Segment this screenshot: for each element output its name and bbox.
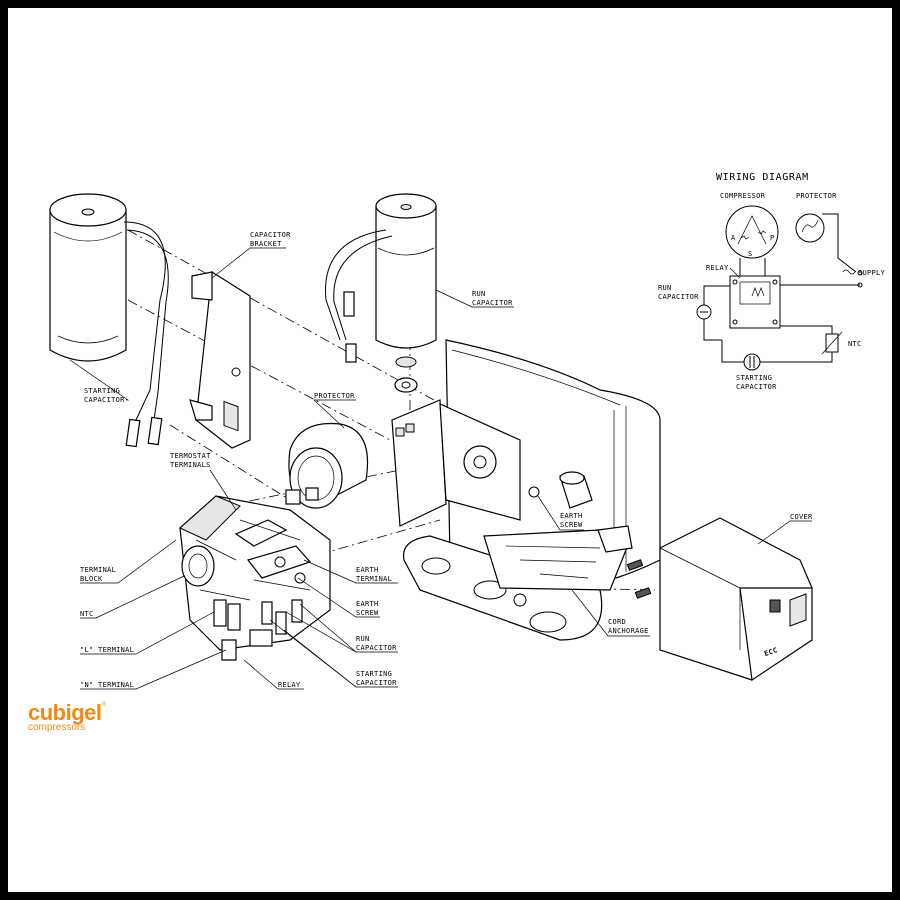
relay-leader <box>243 659 304 690</box>
capacitor-bracket-part <box>189 270 251 449</box>
wd-compressor-label: COMPRESSOR <box>720 192 766 200</box>
earth-screw-upper-leader <box>537 495 584 531</box>
termostat-terminals-label-1: TERMOSTAT <box>170 452 211 460</box>
earth-terminal-label-2: TERMINAL <box>356 575 392 583</box>
run-capacitor-lower-label-1: RUN <box>356 635 370 643</box>
terminal-block-leader <box>80 539 177 584</box>
cover-marking: ECC <box>763 646 778 658</box>
earth-screw-lower-leader <box>297 577 380 618</box>
exploded-view-drawing: WIRING DIAGRAM COMPRESSOR PROTECTOR A S … <box>49 172 886 690</box>
run-capacitor-lower-label-2: CAPACITOR <box>356 644 397 652</box>
wd-term-p: P <box>770 234 775 242</box>
wd-compressor-symbol <box>725 205 779 259</box>
brand-tagline: compressors <box>28 722 86 733</box>
terminal-block-label-1: TERMINAL <box>80 566 116 574</box>
starting-capacitor-lower-label-2: CAPACITOR <box>356 679 397 687</box>
wd-starting-capacitor-label-2: CAPACITOR <box>736 383 777 391</box>
run-capacitor-top-leader <box>435 289 514 308</box>
l-terminal-label: "L" TERMINAL <box>80 646 134 654</box>
brand-name: cubigel <box>28 700 102 725</box>
termostat-terminals-label-2: TERMINALS <box>170 461 211 469</box>
wd-protector-label: PROTECTOR <box>796 192 837 200</box>
cover-leader <box>757 520 812 545</box>
earth-terminal-leader <box>303 559 398 584</box>
terminal-block-label-2: BLOCK <box>80 575 103 583</box>
starting-capacitor-top-label-2: CAPACITOR <box>84 396 125 404</box>
earth-terminal-label-1: EARTH <box>356 566 379 574</box>
l-terminal-leader <box>80 611 215 655</box>
earth-screw-upper-label-2: SCREW <box>560 521 583 529</box>
wd-term-s: S <box>748 250 753 258</box>
cord-anchorage-label-1: CORD <box>608 618 626 626</box>
compressor-body-part <box>391 339 661 641</box>
earth-screw-lower-label-1: EARTH <box>356 600 379 608</box>
wd-supply-symbol <box>842 269 856 275</box>
protector-leader <box>313 399 356 429</box>
termostat-terminals-leader <box>209 469 237 511</box>
cover-part: ECC <box>659 517 813 682</box>
wd-starting-capacitor-label-1: STARTING <box>736 374 772 382</box>
wd-run-capacitor-label-2: CAPACITOR <box>658 293 699 301</box>
protector-part <box>285 422 369 509</box>
protector-label: PROTECTOR <box>314 392 355 400</box>
brand-registered-mark: ® <box>101 702 106 708</box>
cover-label: COVER <box>790 513 813 521</box>
wd-relay-label: RELAY <box>706 264 729 272</box>
diagram-frame: WIRING DIAGRAM COMPRESSOR PROTECTOR A S … <box>8 8 892 892</box>
cubigel-logo: cubigel® compressors <box>28 702 106 733</box>
wiring-diagram-title: WIRING DIAGRAM <box>716 172 809 183</box>
run-capacitor-top-label-1: RUN <box>472 290 486 298</box>
wd-ntc-label: NTC <box>848 340 862 348</box>
wd-protector-symbol <box>795 213 825 243</box>
cord-anchorage-leader <box>571 589 650 637</box>
starting-capacitor-part <box>49 193 169 448</box>
ntc-leader <box>80 575 185 619</box>
n-terminal-leader <box>80 649 227 690</box>
earth-screw-upper-label-1: EARTH <box>560 512 583 520</box>
ntc-label: NTC <box>80 610 94 618</box>
wiring-diagram: WIRING DIAGRAM COMPRESSOR PROTECTOR A S … <box>658 172 886 391</box>
wd-compressor-windings <box>737 215 767 245</box>
wd-run-capacitor-label-1: RUN <box>658 284 672 292</box>
n-terminal-label: "N" TERMINAL <box>80 681 134 689</box>
cord-anchorage-label-2: ANCHORAGE <box>608 627 649 635</box>
wd-term-a: A <box>731 234 736 242</box>
capacitor-bracket-label-1: CAPACITOR <box>250 231 291 239</box>
relay-assembly-part <box>179 495 331 661</box>
run-capacitor-part <box>325 193 437 393</box>
wd-starting-capacitor-symbol <box>743 353 761 371</box>
wd-relay-symbol <box>729 275 781 329</box>
starting-capacitor-top-label-1: STARTING <box>84 387 120 395</box>
capacitor-bracket-leader <box>211 247 286 279</box>
wd-supply-label: SUPPLY <box>858 269 886 277</box>
starting-capacitor-lower-label-1: STARTING <box>356 670 392 678</box>
relay-label: RELAY <box>278 681 301 689</box>
capacitor-bracket-label-2: BRACKET <box>250 240 282 248</box>
earth-screw-lower-label-2: SCREW <box>356 609 379 617</box>
run-capacitor-top-label-2: CAPACITOR <box>472 299 513 307</box>
starting-capacitor-top-leader <box>69 359 130 401</box>
